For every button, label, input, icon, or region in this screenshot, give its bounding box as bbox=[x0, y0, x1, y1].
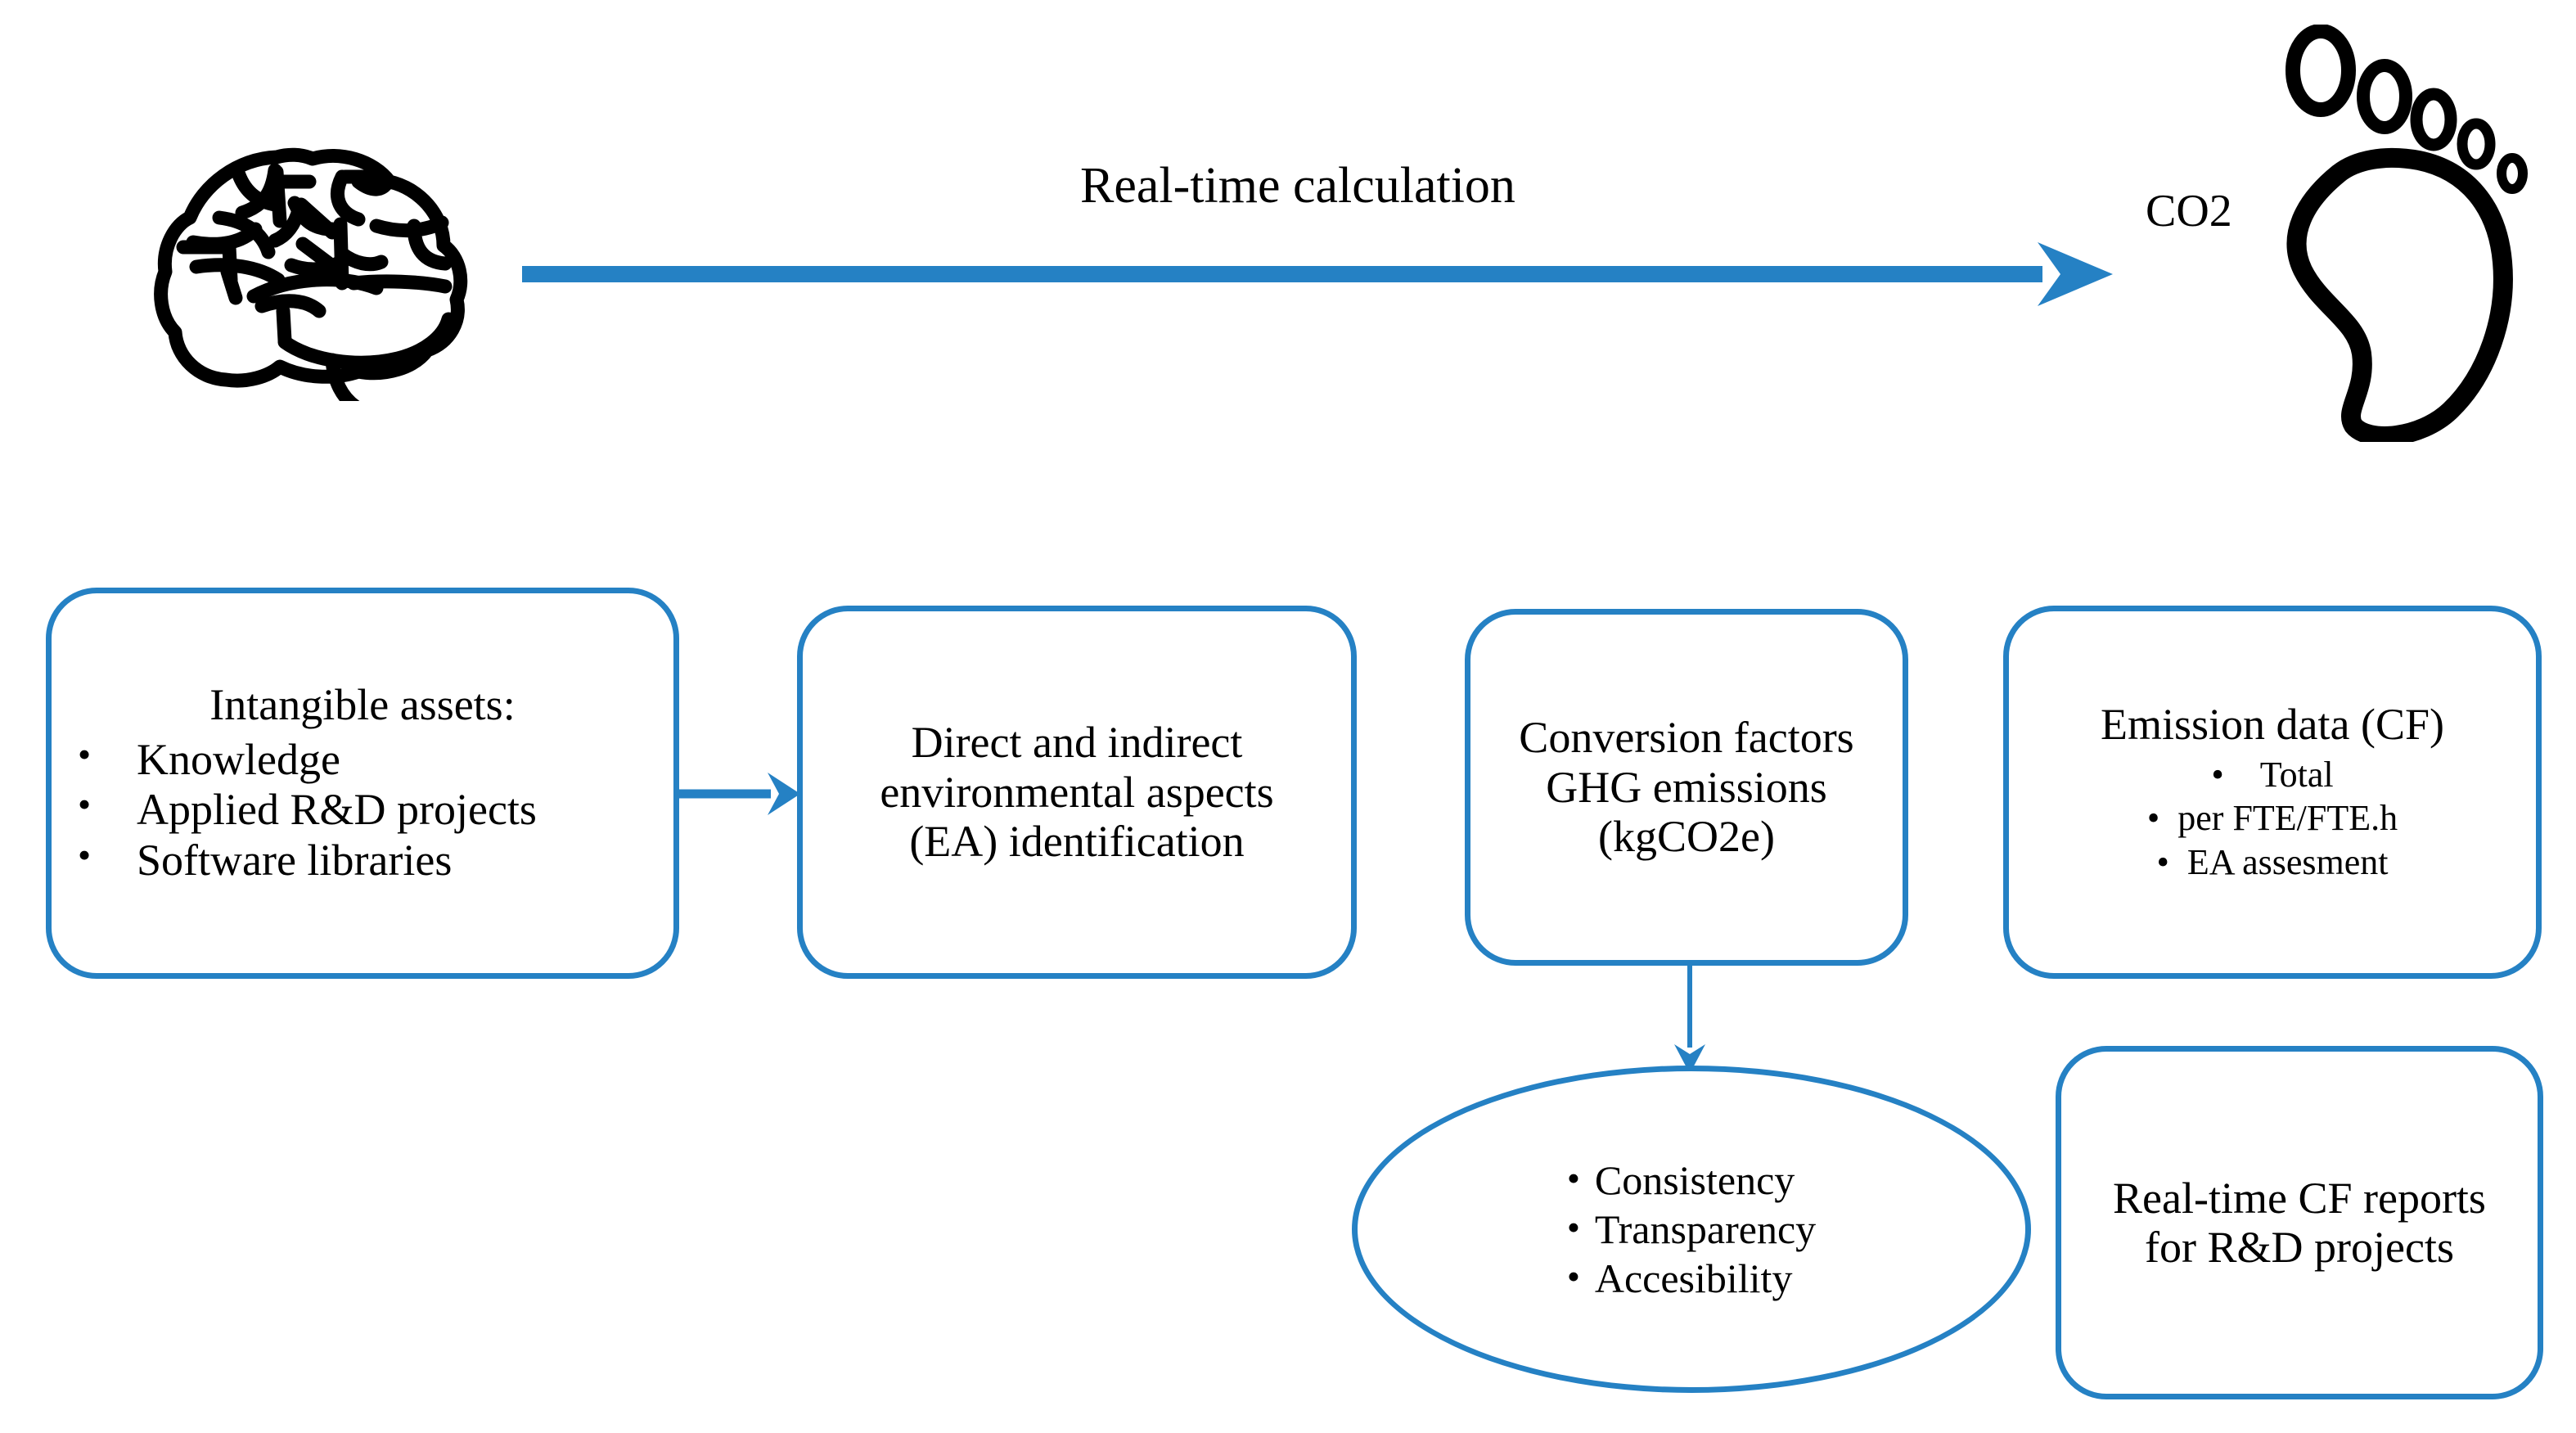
realtime-flow-arrow bbox=[522, 242, 2113, 306]
arrow-assets-to-ea bbox=[678, 773, 800, 815]
list-item: Knowledge bbox=[66, 733, 659, 786]
emission-data-bullet-list: • Total • per FTE/FTE.h • EA assesment bbox=[2030, 753, 2515, 885]
node-ea-identification[interactable]: Direct and indirect environmental aspect… bbox=[797, 606, 1357, 979]
list-item: Software libraries bbox=[66, 834, 659, 886]
node-title: Real-time CF reports for R&D projects bbox=[2113, 1173, 2486, 1272]
node-title: Direct and indirect environmental aspect… bbox=[880, 718, 1274, 867]
arrow-conversion-to-qualities bbox=[1674, 962, 1705, 1074]
list-item: Applied R&D projects bbox=[66, 783, 659, 836]
list-item: • Total bbox=[2211, 754, 2334, 795]
list-item: Transparency bbox=[1567, 1205, 1816, 1254]
bullet-glyph: • bbox=[2146, 798, 2178, 839]
realtime-calculation-label: Real-time calculation bbox=[1080, 158, 1515, 214]
bullet-glyph: • bbox=[2211, 754, 2260, 795]
footprint-icon bbox=[2283, 24, 2553, 446]
qualities-bullet-list: Consistency Transparency Accesibility bbox=[1567, 1156, 1816, 1303]
node-title: Intangible assets: bbox=[209, 680, 516, 730]
node-qualities-ellipse[interactable]: Consistency Transparency Accesibility bbox=[1352, 1066, 2031, 1393]
list-item: Consistency bbox=[1567, 1156, 1816, 1205]
node-conversion-factors[interactable]: Conversion factors GHG emissions (kgCO2e… bbox=[1465, 609, 1908, 966]
list-item: • per FTE/FTE.h bbox=[2146, 798, 2398, 839]
node-emission-data[interactable]: Emission data (CF) • Total • per FTE/FTE… bbox=[2003, 606, 2542, 979]
list-item: Accesibility bbox=[1567, 1254, 1816, 1303]
list-item: • EA assesment bbox=[2156, 842, 2389, 883]
bullet-glyph: • bbox=[2156, 842, 2187, 883]
brain-icon bbox=[139, 123, 483, 415]
node-title: Emission data (CF) bbox=[2101, 700, 2444, 750]
co2-label: CO2 bbox=[2146, 186, 2232, 237]
node-realtime-reports[interactable]: Real-time CF reports for R&D projects bbox=[2056, 1046, 2543, 1399]
node-title: Conversion factors GHG emissions (kgCO2e… bbox=[1519, 713, 1854, 862]
node-intangible-assets[interactable]: Intangible assets: Knowledge Applied R&D… bbox=[46, 588, 679, 979]
intangible-assets-bullet-list: Knowledge Applied R&D projects Software … bbox=[66, 733, 659, 886]
